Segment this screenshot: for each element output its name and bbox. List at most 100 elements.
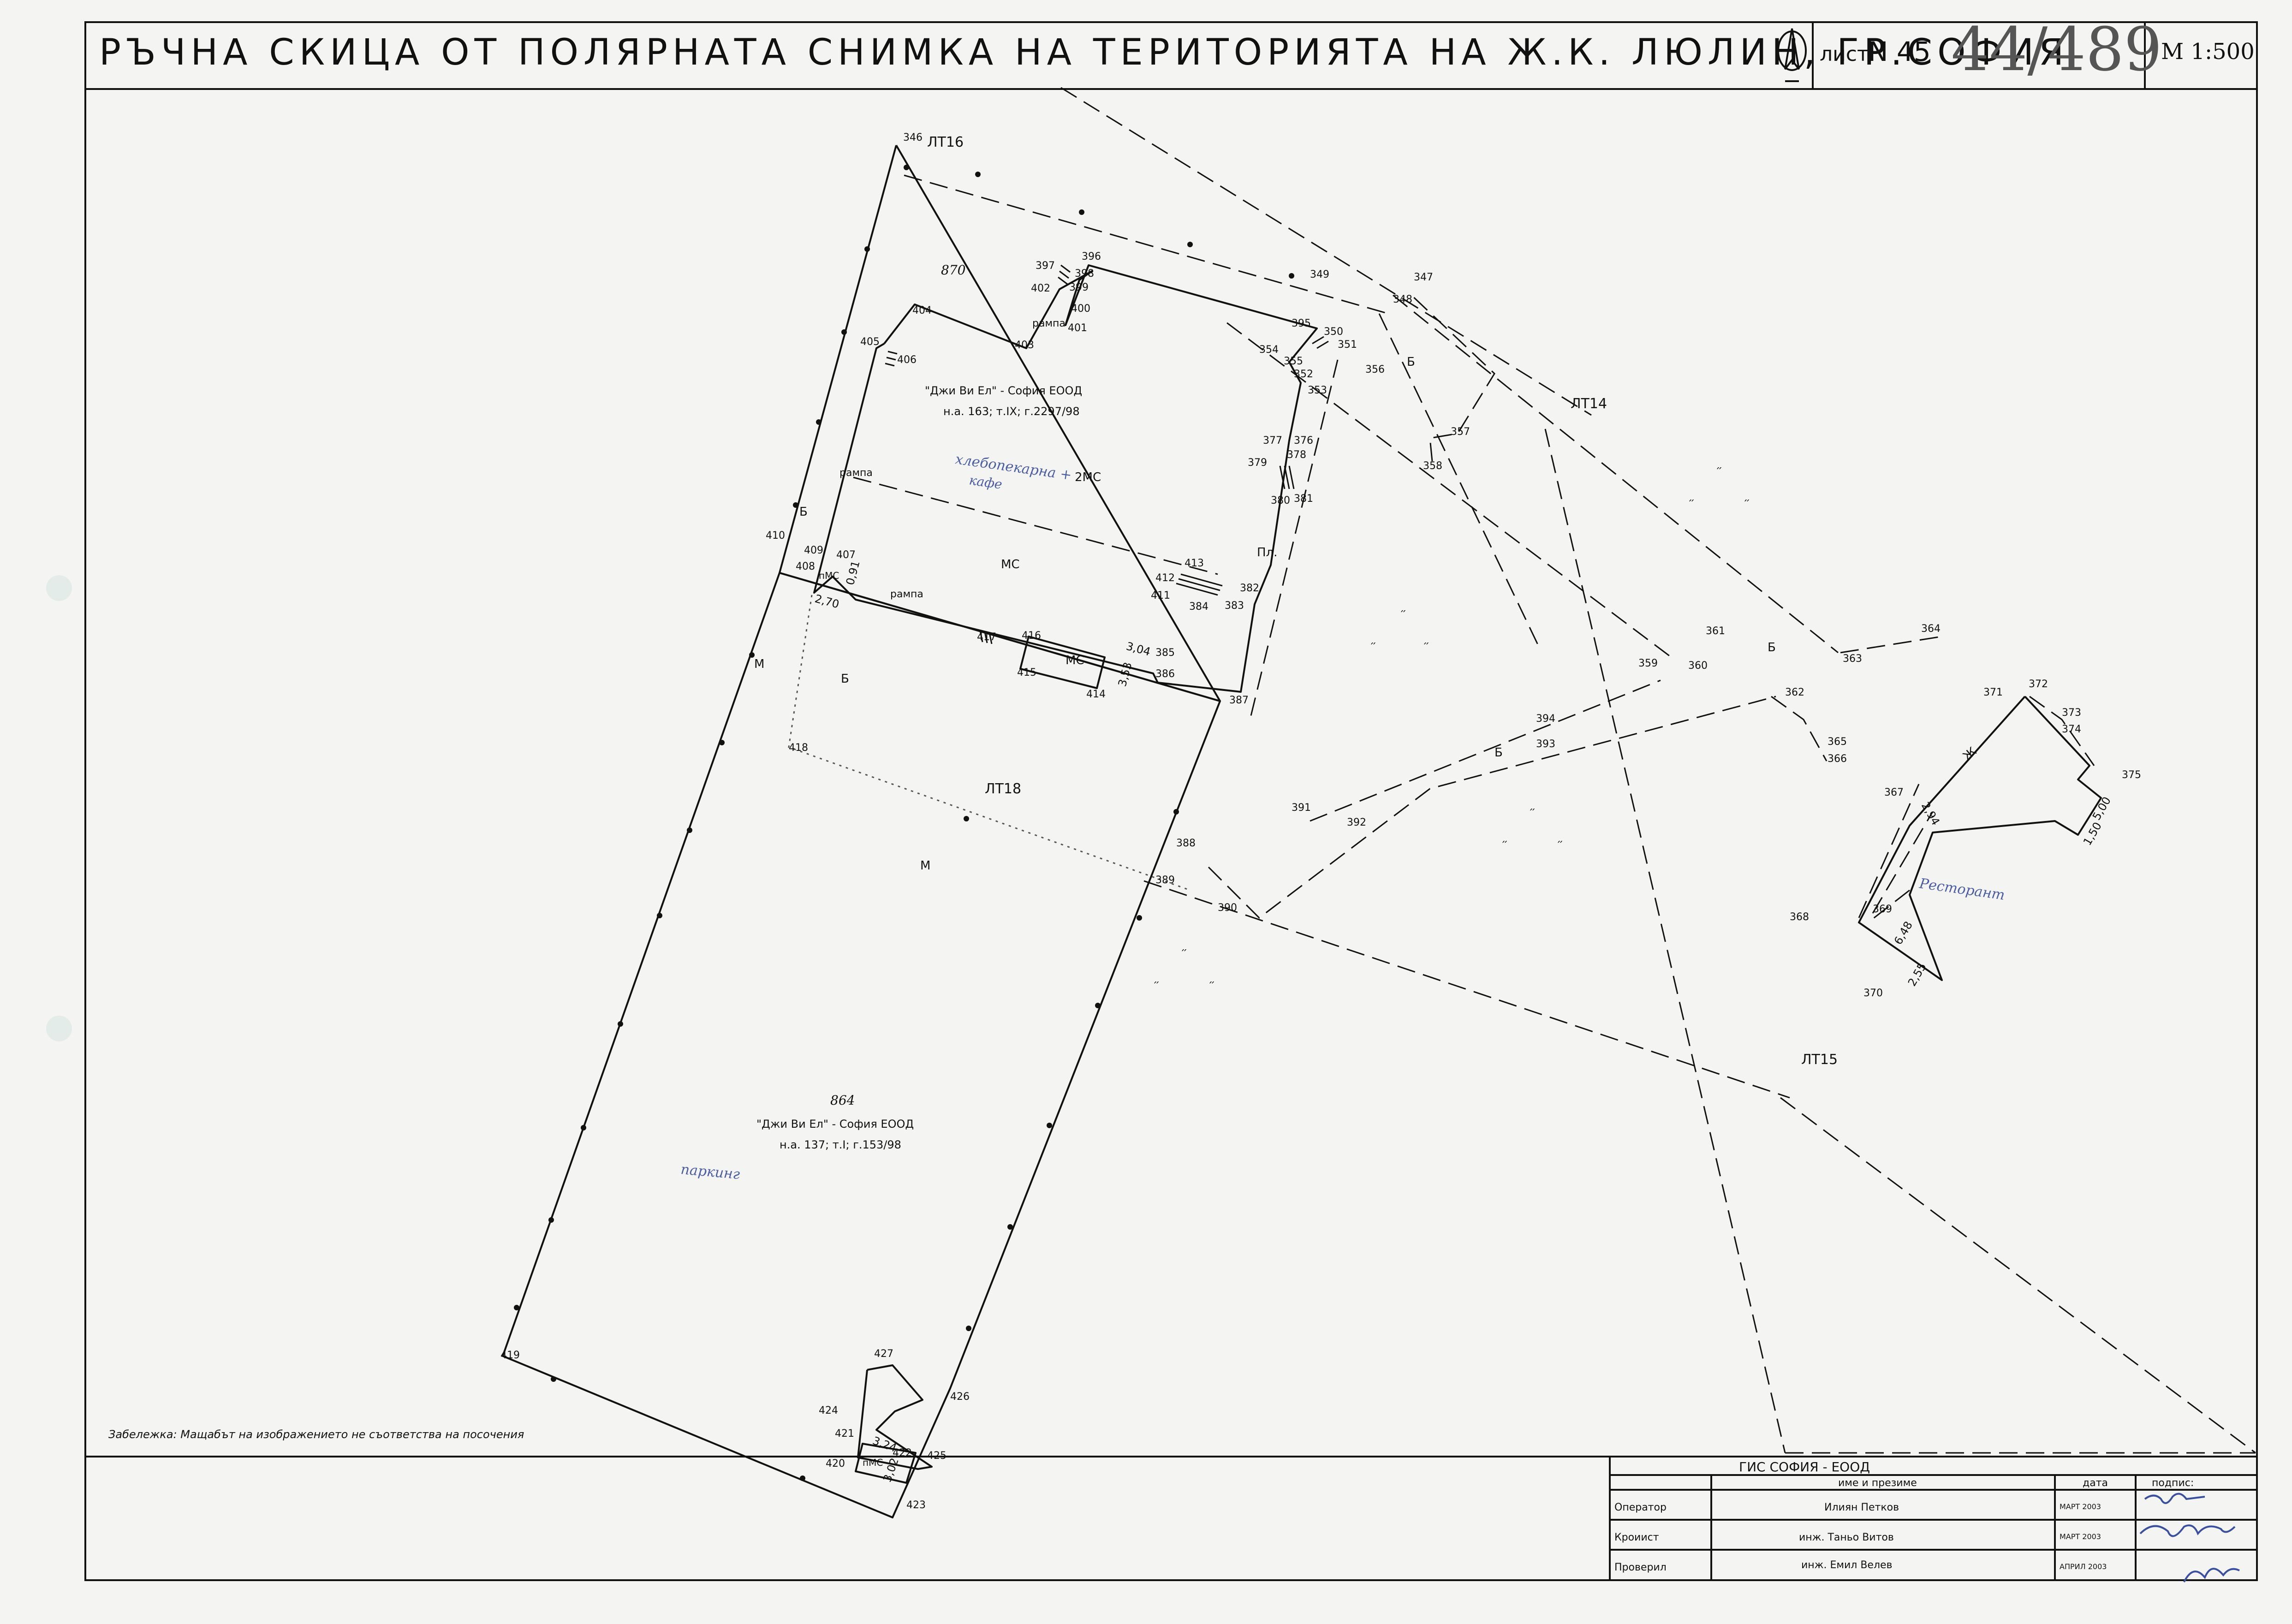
point-number: 402 bbox=[1031, 283, 1050, 294]
point-number: 363 bbox=[1843, 653, 1862, 665]
point-number: 375 bbox=[2122, 769, 2141, 781]
punch-hole-icon bbox=[46, 575, 72, 601]
point-number: 388 bbox=[1176, 838, 1196, 849]
building-label: рампа bbox=[839, 467, 873, 479]
point-number: 412 bbox=[1155, 572, 1175, 584]
point-number: 427 bbox=[874, 1348, 893, 1360]
building-label: пМС bbox=[819, 570, 839, 581]
point-number: 426 bbox=[950, 1391, 970, 1403]
point-number: 423 bbox=[906, 1499, 926, 1511]
sheet-number: N 45 bbox=[1868, 36, 1931, 67]
survey-marks bbox=[514, 165, 1294, 1481]
point-number: 351 bbox=[1338, 339, 1357, 351]
building-label: МС bbox=[1001, 558, 1020, 571]
point-number: 368 bbox=[1790, 911, 1809, 923]
point-number: 381 bbox=[1294, 493, 1313, 505]
point-number: 376 bbox=[1294, 435, 1313, 446]
point-number: 352 bbox=[1294, 369, 1313, 380]
parcel-owner: "Джи Ви Ел" - София ЕООД bbox=[925, 384, 1082, 397]
point-number: 346 bbox=[903, 132, 923, 143]
name-checked: инж. Емил Велев bbox=[1801, 1559, 1893, 1571]
building-label: пМС bbox=[863, 1457, 883, 1468]
point-number: 413 bbox=[1185, 558, 1204, 569]
building-label: Б bbox=[1768, 641, 1776, 654]
point-number: 366 bbox=[1828, 753, 1847, 765]
point-number: 355 bbox=[1284, 356, 1303, 367]
svg-text:״: ״ bbox=[1557, 838, 1563, 849]
name-operator: Илиян Петков bbox=[1824, 1502, 1899, 1513]
point-number: 364 bbox=[1921, 623, 1941, 635]
point-number: 356 bbox=[1365, 364, 1385, 375]
svg-text:״: ״ bbox=[1716, 464, 1722, 476]
company-name: ГИС СОФИЯ - ЕООД bbox=[1739, 1459, 1870, 1475]
parcel-deed: н.а. 137; т.I; г.153/98 bbox=[780, 1138, 901, 1151]
point-number: 391 bbox=[1292, 802, 1311, 814]
station-label: ЛТ15 bbox=[1801, 1052, 1838, 1068]
point-number: 410 bbox=[766, 530, 785, 541]
point-number: 385 bbox=[1155, 647, 1175, 659]
svg-text:״: ״ bbox=[1153, 978, 1160, 990]
point-number: 408 bbox=[796, 561, 815, 572]
station-label: ЛТ18 bbox=[985, 781, 1021, 797]
point-number: 395 bbox=[1292, 318, 1311, 329]
point-number: 399 bbox=[1069, 282, 1089, 293]
col-name-header: име и презиме bbox=[1838, 1477, 1917, 1489]
role-operator: Оператор bbox=[1614, 1502, 1667, 1513]
point-number: 411 bbox=[1151, 590, 1170, 601]
sheet-label: лист bbox=[1820, 42, 1869, 66]
point-number: 401 bbox=[1068, 322, 1087, 334]
building-label: Пл. bbox=[1257, 546, 1277, 559]
point-number: 382 bbox=[1240, 583, 1259, 594]
point-number: 389 bbox=[1155, 874, 1175, 886]
point-number: 407 bbox=[836, 549, 856, 561]
point-number: 361 bbox=[1706, 625, 1725, 637]
point-number: 415 bbox=[1017, 667, 1036, 678]
point-number: 354 bbox=[1259, 344, 1279, 356]
dashed-lines bbox=[853, 87, 2256, 1454]
point-number: 362 bbox=[1785, 687, 1804, 698]
parcel-owner: "Джи Ви Ел" - София ЕООД bbox=[756, 1118, 914, 1130]
date-draftsman: МАРТ 2003 bbox=[2060, 1532, 2101, 1541]
station-label: ЛТ14 bbox=[1571, 396, 1607, 412]
point-number: 420 bbox=[826, 1458, 845, 1469]
point-number: 357 bbox=[1451, 426, 1470, 438]
col-date-header: дата bbox=[2083, 1477, 2108, 1489]
parcel-number: 864 bbox=[830, 1093, 855, 1108]
point-number: 397 bbox=[1036, 260, 1055, 272]
point-number: 400 bbox=[1071, 303, 1090, 315]
stair-hatching bbox=[885, 264, 1329, 644]
svg-text:״: ״ bbox=[1400, 607, 1406, 619]
building-label: МС bbox=[1066, 654, 1084, 667]
building-label: рампа bbox=[890, 589, 923, 600]
point-number: 348 bbox=[1393, 294, 1412, 305]
svg-text:״: ״ bbox=[1688, 496, 1695, 508]
north-arrow-icon bbox=[1777, 28, 1807, 82]
point-number: 384 bbox=[1189, 601, 1209, 613]
footnote: Забележка: Мащабът на изображението не с… bbox=[108, 1428, 524, 1441]
building-label: Б bbox=[1494, 746, 1503, 760]
point-number: 403 bbox=[1015, 339, 1034, 351]
svg-text:״: ״ bbox=[1209, 978, 1215, 990]
point-number: 398 bbox=[1075, 268, 1094, 280]
point-number: 365 bbox=[1828, 736, 1847, 748]
point-number: 409 bbox=[804, 545, 823, 556]
parcel-deed: н.а. 163; т.IX; г.2297/98 bbox=[943, 405, 1080, 418]
building-label: М bbox=[920, 859, 930, 873]
point-number: 383 bbox=[1225, 600, 1244, 612]
signature-icon bbox=[2139, 1493, 2240, 1582]
building-label: Б bbox=[841, 672, 849, 686]
point-number: 347 bbox=[1414, 272, 1433, 283]
point-number: 390 bbox=[1218, 902, 1237, 914]
point-number: 380 bbox=[1271, 495, 1290, 506]
point-number: 378 bbox=[1287, 449, 1306, 461]
building-label: рампа bbox=[1032, 318, 1066, 329]
sheet-handwritten-number: 44/489 bbox=[1951, 14, 2162, 84]
point-number: 396 bbox=[1082, 251, 1101, 262]
point-number: 386 bbox=[1155, 668, 1175, 680]
point-number: 360 bbox=[1688, 660, 1708, 672]
point-number: 372 bbox=[2029, 678, 2048, 690]
role-checked: Проверил bbox=[1614, 1562, 1667, 1573]
point-number: 416 bbox=[1022, 630, 1041, 642]
point-number: 369 bbox=[1873, 904, 1892, 915]
